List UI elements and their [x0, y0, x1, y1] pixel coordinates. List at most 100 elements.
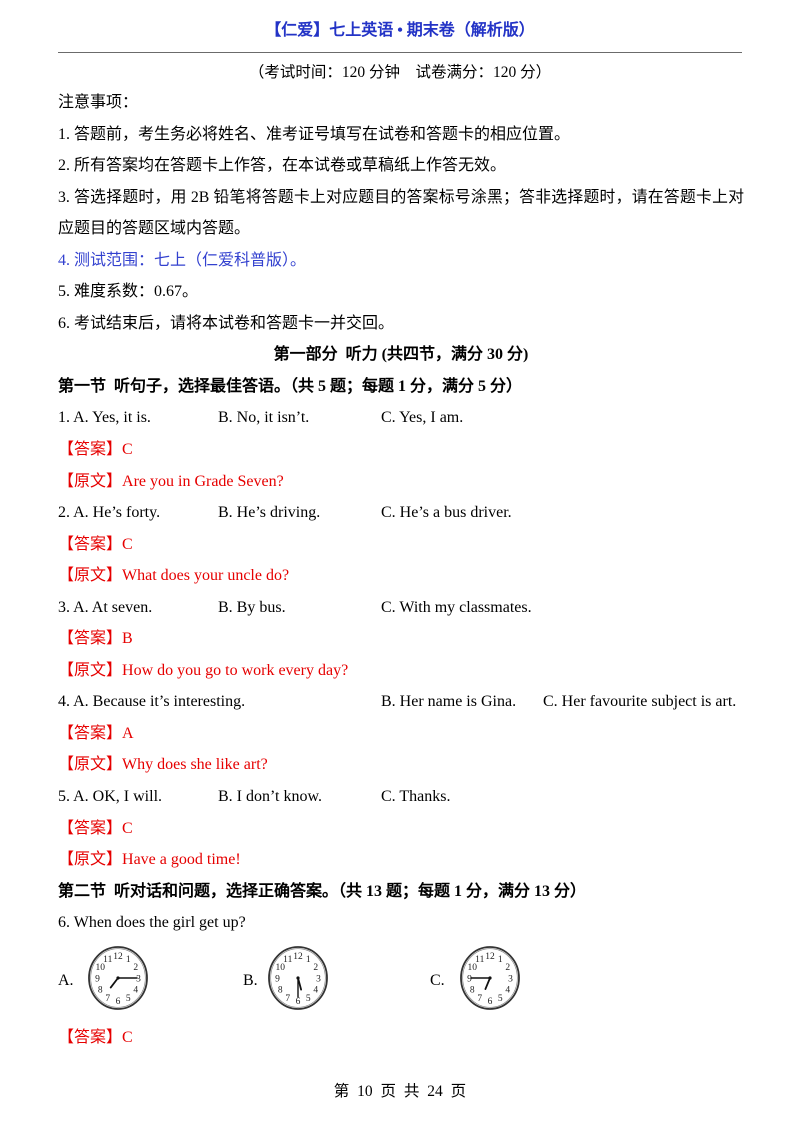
option-c: C. Yes, I am.	[381, 409, 464, 427]
answer-line: 【答案】B	[58, 623, 744, 655]
answer-value: C	[122, 1028, 133, 1046]
clock-numeral: 11	[103, 955, 112, 965]
option-a-label: A.	[58, 972, 74, 990]
clock-numeral: 3	[316, 974, 321, 984]
clock-numeral: 5	[306, 994, 311, 1004]
question-number: 6.	[58, 914, 70, 932]
clock-numeral: 6	[296, 997, 301, 1007]
answer-label: 【答案】	[58, 441, 123, 459]
clock-numeral: 2	[133, 963, 138, 973]
option-b: B. He’s driving.	[218, 504, 321, 522]
option-a: A. Yes, it is.	[73, 409, 151, 427]
clock-face	[460, 945, 520, 1010]
question-number: 1.	[58, 409, 70, 427]
option-a: A. At seven.	[73, 598, 153, 616]
clock-numeral: 7	[285, 994, 290, 1004]
notes-item-3-line-2: 应题目的答题区域内答题。	[58, 220, 251, 238]
clock-numeral: 6	[116, 997, 121, 1007]
clock-center-dot	[296, 976, 300, 980]
clock-face	[268, 945, 328, 1010]
answer-line: 【答案】C	[58, 434, 744, 466]
question-number: 4.	[58, 693, 70, 711]
answer-line: 【答案】C	[58, 529, 744, 561]
clock-numeral: 9	[95, 974, 100, 984]
option-a: A. He’s forty.	[73, 504, 161, 522]
transcript-line: 【原文】Are you in Grade Seven?	[58, 466, 744, 498]
clock-hour-hand	[484, 976, 491, 990]
question-5: 5. A. OK, I will. B. I don’t know. C. Th…	[58, 781, 744, 813]
answer-value: C	[122, 819, 133, 837]
clock-numeral: 8	[278, 985, 283, 995]
question-3: 3. A. At seven. B. By bus. C. With my cl…	[58, 592, 744, 624]
option-b-label: B.	[243, 972, 258, 990]
question-4: 4. A. Because it’s interesting. B. Her n…	[58, 686, 744, 718]
question-number: 3.	[58, 598, 70, 616]
clock-numeral: 12	[113, 952, 123, 962]
clock-numeral: 1	[126, 955, 131, 965]
clock-numeral: 12	[485, 952, 495, 962]
clock-numeral: 5	[498, 994, 503, 1004]
option-b: B. I don’t know.	[218, 788, 322, 806]
option-c: C. With my classmates.	[381, 598, 532, 616]
clock-numeral: 2	[505, 963, 510, 973]
option-c: C. He’s a bus driver.	[381, 504, 512, 522]
clock-numeral: 4	[133, 985, 138, 995]
section-1-heading-text: 第一节 听句子，选择最佳答语。（共 5 题；每题 1 分，满分 5 分）	[58, 377, 523, 395]
part-1-heading-text: 第一部分 听力 (共四节，满分 30 分)	[273, 346, 529, 364]
clock-numeral: 11	[475, 955, 484, 965]
transcript-line: 【原文】How do you go to work every day?	[58, 655, 744, 687]
clock-numeral: 1	[498, 955, 503, 965]
exam-info: （考试时间：120 分钟 试卷满分：120 分）	[248, 64, 552, 81]
header-rule	[58, 52, 742, 53]
clock-numeral: 12	[293, 952, 303, 962]
option-c: C. Her favourite subject is art.	[543, 693, 737, 711]
transcript-text: How do you go to work every day?	[122, 661, 349, 679]
clock-numeral: 4	[505, 985, 510, 995]
clock-numeral: 7	[477, 994, 482, 1004]
section-1-heading: 第一节 听句子，选择最佳答语。（共 5 题；每题 1 分，满分 5 分）	[58, 371, 744, 403]
clock-face-inner-ring	[462, 948, 518, 1008]
notes-item-2: 2. 所有答案均在答题卡上作答，在本试卷或草稿纸上作答无效。	[58, 157, 507, 175]
notes-item-6: 6. 考试结束后，请将本试卷和答题卡一并交回。	[58, 314, 395, 332]
clock-numeral: 1	[306, 955, 311, 965]
clock-numeral: 3	[136, 974, 141, 984]
answer-line: 【答案】C	[58, 813, 744, 845]
option-a: A. OK, I will.	[73, 788, 163, 806]
answer-value: C	[122, 535, 133, 553]
clock-numeral: 2	[313, 963, 318, 973]
answer-label: 【答案】	[58, 1028, 123, 1046]
transcript-text: Have a good time!	[122, 851, 241, 869]
section-2-heading-text: 第二节 听对话和问题，选择正确答案。（共 13 题；每题 1 分，满分 13 分…	[58, 882, 587, 900]
clock-numeral: 9	[275, 974, 280, 984]
notes-item-1: 1. 答题前，考生务必将姓名、准考证号填写在试卷和答题卡的相应位置。	[58, 125, 571, 143]
clock-numeral: 8	[98, 985, 103, 995]
part-1-heading: 第一部分 听力 (共四节，满分 30 分)	[58, 339, 744, 371]
transcript-line: 【原文】What does your uncle do?	[58, 560, 744, 592]
answer-value: A	[122, 724, 134, 742]
transcript-label: 【原文】	[58, 567, 123, 585]
option-c-label: C.	[430, 972, 445, 990]
question-2: 2. A. He’s forty. B. He’s driving. C. He…	[58, 497, 744, 529]
answer-label: 【答案】	[58, 535, 123, 553]
notes-heading: 注意事项：	[58, 94, 139, 111]
clock-face	[88, 945, 148, 1010]
clock-numeral: 8	[470, 985, 475, 995]
answer-label: 【答案】	[58, 630, 123, 648]
option-b: B. No, it isn’t.	[218, 409, 310, 427]
option-b: B. By bus.	[218, 598, 286, 616]
option-c: C. Thanks.	[381, 788, 451, 806]
clock-center-dot	[116, 976, 120, 980]
clock-numeral: 10	[276, 963, 286, 973]
clock-face-inner-ring	[90, 948, 146, 1008]
transcript-line: 【原文】Why does she like art?	[58, 749, 744, 781]
transcript-text: What does your uncle do?	[122, 567, 290, 585]
clock-numeral: 11	[283, 955, 292, 965]
question-1: 1. A. Yes, it is. B. No, it isn’t. C. Ye…	[58, 402, 744, 434]
transcript-label: 【原文】	[58, 472, 123, 490]
transcript-text: Why does she like art?	[122, 756, 268, 774]
option-b: B. Her name is Gina.	[381, 693, 517, 711]
